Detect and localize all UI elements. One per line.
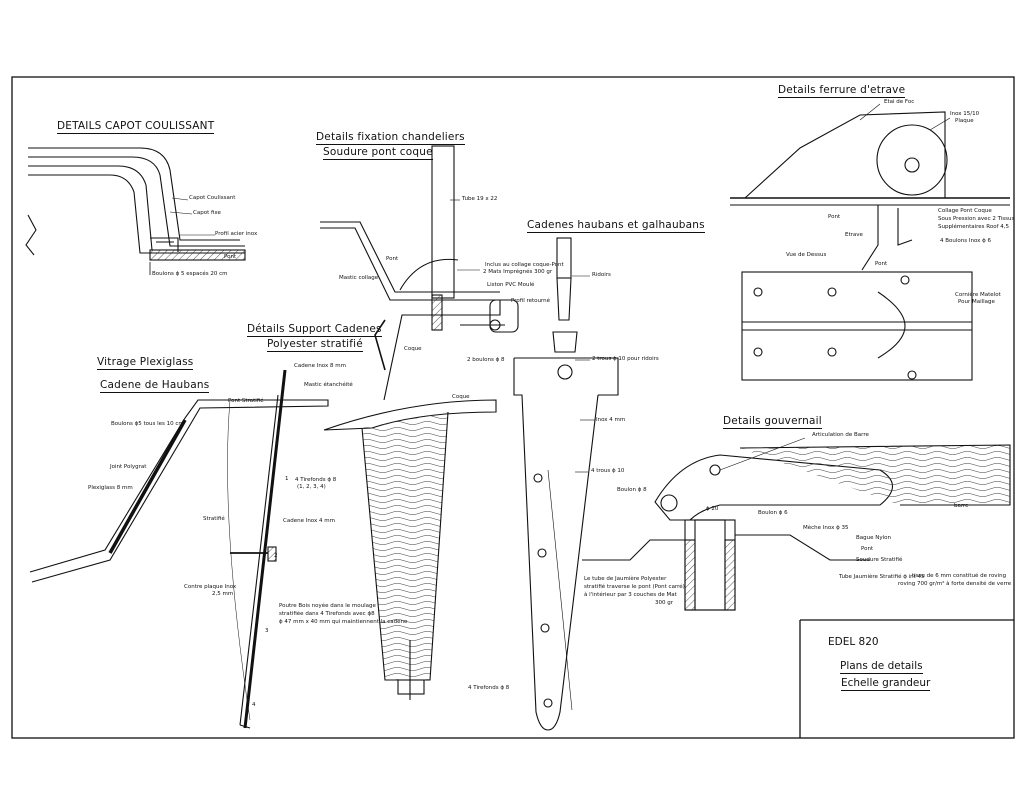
ferrure-label-collage: Collage Pont Coque	[938, 208, 992, 214]
cadenes-label-inox: Inox 4 mm	[596, 417, 626, 423]
cadenes-note-2: stratifié traverse le pont (Pont carré)	[584, 584, 685, 590]
vitrage-label-tirefonds-sub: (1, 2, 3, 4)	[297, 484, 326, 490]
gouvernail-label-pont: Pont	[861, 546, 874, 552]
capot-label-pont: Pont	[224, 254, 237, 260]
gouvernail-label-boulon: Boulon ϕ 6	[758, 510, 788, 516]
ferrure-label-corniere: Cornière Matelot	[955, 292, 1001, 298]
ferrure-label-maillage: Pour Maillage	[958, 299, 995, 305]
cadenes-note-3: à l'intérieur par 3 couches de Mat	[584, 592, 677, 598]
gouvernail-label-articulation: Articulation de Barre	[812, 432, 869, 438]
vitrage-note-1: Poutre Bois noyée dans le moulage	[279, 603, 376, 609]
title-block-model: EDEL 820	[828, 636, 879, 648]
cadenes-label-trous: 2 trous ϕ 10 pour ridoirs	[592, 356, 659, 362]
ferrure-label-pression: Sous Pression avec 2 Tissus	[938, 216, 1015, 222]
fixation-label-tube: Tube 19 x 22	[462, 196, 498, 202]
support-label-coque: Coque	[452, 394, 470, 400]
gouvernail-label-bague: Bague Nylon	[856, 535, 892, 541]
cadenes-label-trous4: 4 trous ϕ 10	[591, 468, 625, 474]
vitrage-note-3: ϕ 47 mm x 40 mm qui maintiennent la cade…	[279, 619, 408, 625]
cadenes-title: Cadenes haubans et galhaubans	[527, 219, 705, 233]
capot-label-boulons: Boulons ϕ 5 espacés 20 cm	[152, 271, 228, 277]
fixation-drawing	[320, 145, 519, 401]
fixation-label-mats: 2 Mats Imprégnés 300 gr	[483, 269, 553, 275]
vitrage-label-stratifie: Stratifié	[203, 516, 225, 522]
ferrure-label-vue: Vue de Dessus	[786, 252, 827, 258]
fixation-label-boulons: 2 boulons ϕ 8	[467, 357, 505, 363]
gouvernail-label-meche: Mèche Inox ϕ 35	[803, 525, 849, 531]
gouvernail-label-soudure: Soudure Stratifié	[856, 557, 903, 563]
fixation-label-profil: Profil retourné	[511, 298, 551, 304]
ferrure-label-etrave: Etrave	[845, 232, 863, 238]
ferrure-label-pont2: Pont	[875, 261, 888, 267]
fixation-title-2: Soudure pont coque	[323, 146, 433, 160]
gouvernail-label-tissu1: tissu de 6 mm constitué de roving	[912, 573, 1007, 579]
cadenes-label-boulon: Boulon ϕ 8	[617, 487, 647, 493]
title-block-frame	[799, 619, 1014, 738]
vitrage-num-1: 1	[285, 476, 289, 482]
fixation-label-pont: Pont	[386, 256, 399, 262]
ferrure-label-inox: Inox 15/10	[950, 111, 980, 117]
gouvernail-drawing	[582, 444, 1011, 611]
sheet-border	[11, 76, 1015, 739]
vitrage-label-plexi: Plexiglass 8 mm	[88, 485, 133, 491]
gouvernail-label-tube: Tube Jaumière Stratifié ϕ int 45	[839, 574, 925, 580]
capot-label-profil: Profil acier inox	[215, 231, 258, 237]
title-block-line2: Plans de details	[840, 660, 923, 674]
ferrure-label-plaque: Plaque	[955, 118, 974, 124]
ferrure-label-etai: Etai de Foc	[884, 99, 915, 105]
cadenes-label-ridoirs: Ridoirs	[592, 272, 611, 278]
vitrage-label-joint: Joint Polygrat	[110, 464, 147, 470]
support-title-2: Polyester stratifié	[267, 338, 363, 352]
vitrage-title-1: Vitrage Plexiglass	[97, 356, 194, 370]
vitrage-num-2: 2	[274, 553, 278, 559]
support-label-tirefonds: 4 Tirefonds ϕ 8	[468, 685, 510, 691]
ferrure-title: Details ferrure d'etrave	[778, 84, 906, 98]
fixation-title-1: Details fixation chandeliers	[316, 131, 465, 145]
capot-title: DETAILS CAPOT COULISSANT	[57, 120, 215, 134]
vitrage-label-cadene2: Cadene Inox 4 mm	[283, 518, 335, 524]
ferrure-label-boulons: 4 Boulons Inox ϕ 6	[940, 238, 992, 244]
vitrage-note-2: stratifiée dans 4 Tirefonds avec ϕ8	[279, 611, 375, 617]
fixation-label-liston: Liston PVC Moulé	[487, 282, 535, 288]
leader-lines	[169, 103, 951, 473]
cadenes-drawing	[513, 237, 619, 731]
capot-label-fixe: Capot fixe	[193, 210, 221, 216]
vitrage-label-mastic: Mastic étanchéité	[304, 382, 353, 388]
capot-label-coulissant: Capot Coulissant	[189, 195, 236, 201]
vitrage-label-boulons: Boulons ϕ5 tous les 10 cm	[111, 421, 184, 427]
fixation-label-coque: Coque	[404, 346, 422, 352]
gouvernail-label-tissu2: roving 700 gr/m² à forte densité de verr…	[898, 581, 1012, 587]
ferrure-drawing	[730, 111, 1010, 381]
vitrage-title-2: Cadene de Haubans	[100, 379, 210, 393]
vitrage-label-cadene: Cadene Inox 8 mm	[294, 363, 346, 369]
title-block-line3: Echelle grandeur	[841, 677, 931, 691]
vitrage-label-contre: Contre plaque Inox	[184, 584, 237, 590]
fixation-label-mastic: Mastic collage	[339, 275, 379, 281]
vitrage-drawing	[29, 369, 329, 729]
vitrage-num-3: 3	[265, 628, 269, 634]
fixation-label-collage: Inclus au collage coque-Pont	[485, 262, 564, 268]
ferrure-label-supp: Supplémentaires Roof 4,5	[938, 224, 1010, 230]
vitrage-num-4: 4	[252, 702, 256, 708]
vitrage-label-pont: Pont Stratifié	[228, 398, 264, 404]
ferrure-label-pont: Pont	[828, 214, 841, 220]
capot-drawing	[25, 147, 246, 275]
support-cadenes-drawing	[323, 399, 497, 700]
gouvernail-label-barre: barre	[954, 503, 969, 509]
cadenes-note-1: Le tube de Jaumière Polyester	[584, 576, 667, 582]
support-title-1: Détails Support Cadenes	[247, 323, 382, 337]
vitrage-label-tirefonds: 4 Tirefonds ϕ 8	[295, 477, 337, 483]
gouvernail-label-d20: ϕ 20	[706, 506, 719, 512]
cadenes-note-4: 300 gr	[655, 600, 673, 606]
gouvernail-title: Details gouvernail	[723, 415, 822, 429]
vitrage-label-contre-sub: 2,5 mm	[212, 591, 234, 597]
